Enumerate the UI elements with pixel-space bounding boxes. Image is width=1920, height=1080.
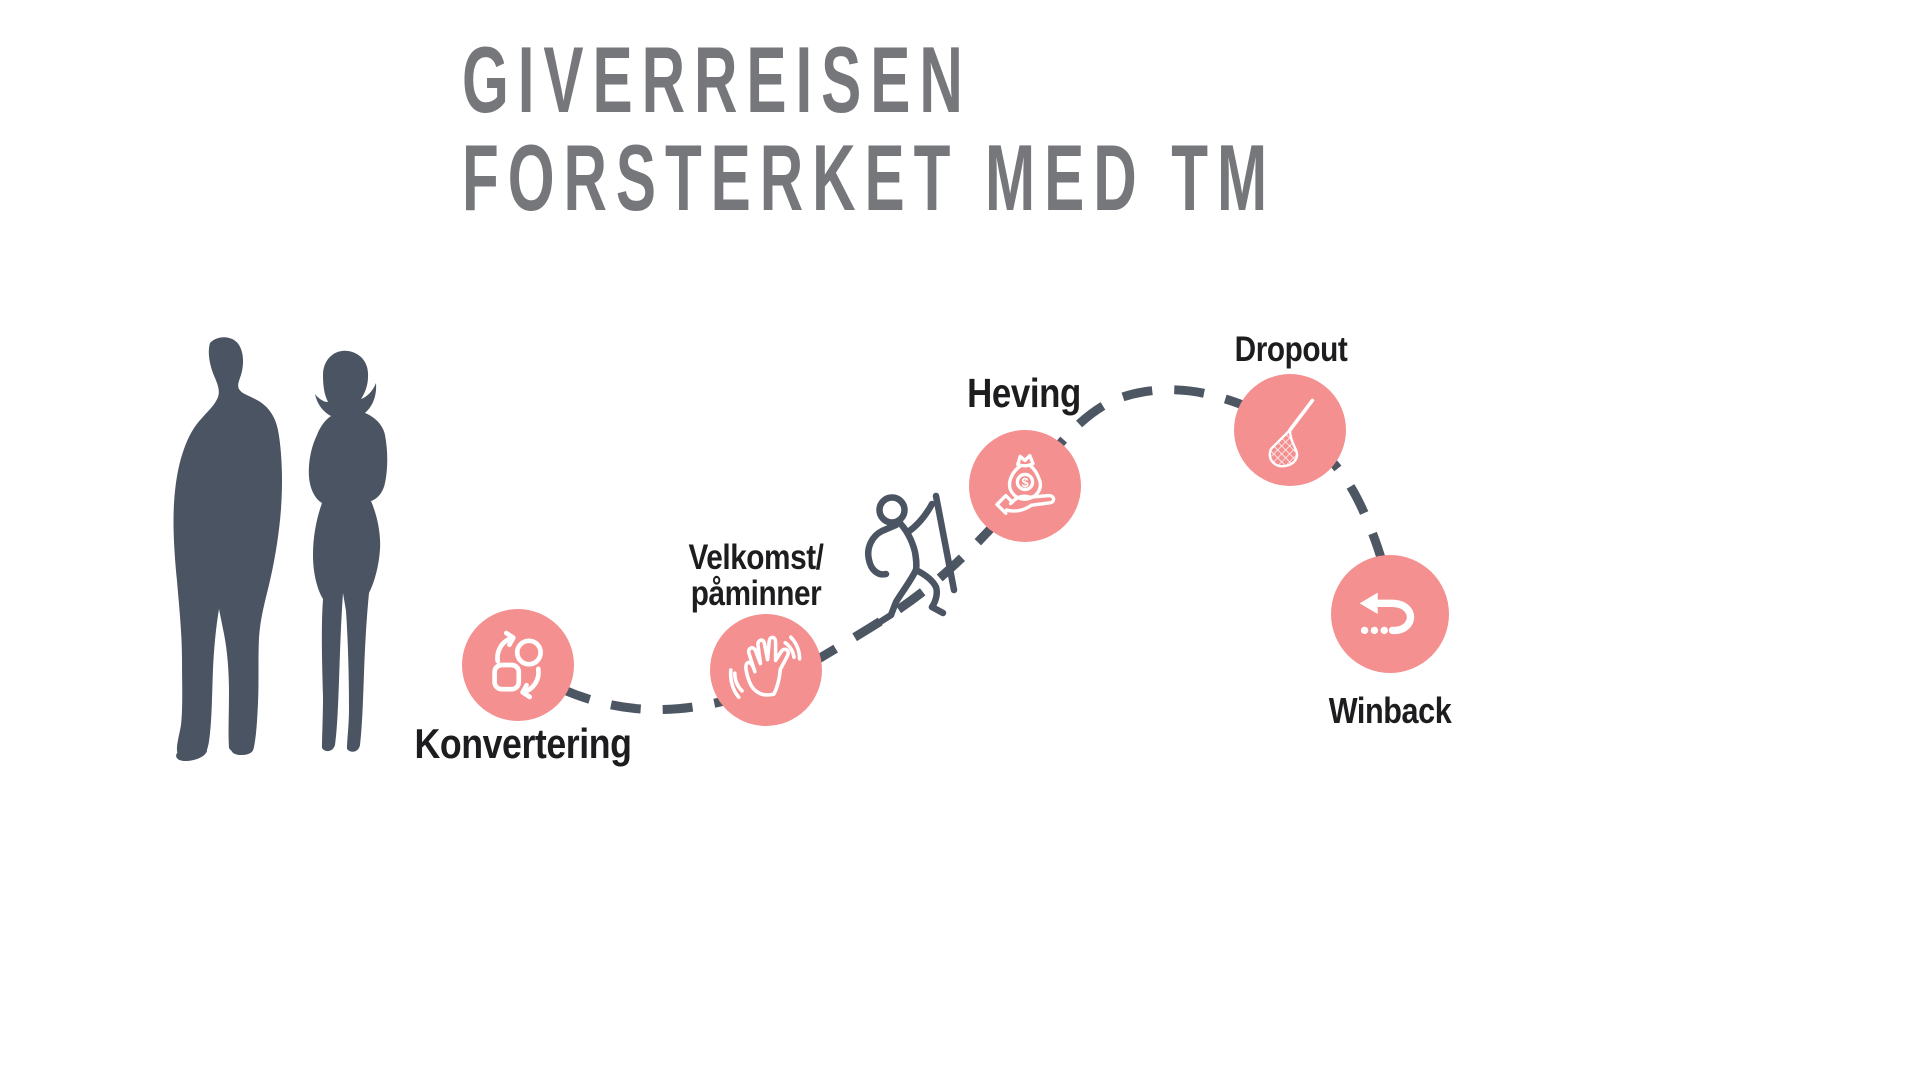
hiker-arm: [904, 500, 936, 536]
man-right-foot: [231, 742, 254, 755]
title-line-2: FORSTERKET MED TM: [462, 125, 1277, 230]
return-arrow-icon: [1359, 592, 1415, 635]
hiker-head: [876, 494, 908, 526]
hiker-back-leg: [887, 566, 920, 619]
stage-circle-velkomst: [710, 614, 822, 726]
man-left-foot: [176, 746, 207, 761]
stage-label-velkomst: Velkomst/ påminner: [688, 538, 824, 614]
hiker-torso: [894, 517, 920, 574]
page-title: GIVERREISEN FORSTERKET MED TM: [462, 31, 1276, 227]
stage-label-winback: Winback: [1328, 690, 1452, 731]
man-and-woman-silhouette: [173, 337, 388, 761]
hiker-backpack: [865, 521, 900, 578]
stage-label-dropout: Dropout: [1234, 330, 1348, 369]
stage-label-konvertering: Konvertering: [414, 720, 632, 767]
hiker-pole: [932, 492, 958, 594]
stage-circle-winback: [1331, 555, 1449, 673]
waving-hand-icon: [728, 635, 802, 699]
convert-icon: [492, 630, 543, 700]
hiker-climbing-figure: [865, 492, 958, 626]
stage-label-heving: Heving: [967, 370, 1081, 416]
stage-circle-dropout: [1234, 374, 1346, 486]
donation-hand-icon: $: [995, 453, 1056, 515]
svg-text:$: $: [1021, 475, 1028, 490]
title-line-1: GIVERREISEN: [462, 27, 972, 132]
stage-circle-konvertering: [462, 609, 574, 721]
hiker-back-foot: [876, 611, 895, 626]
butterfly-net-icon: [1268, 398, 1315, 468]
stage-circle-heving: $: [969, 430, 1081, 542]
woman-silhouette: [308, 350, 388, 752]
hiker-front-leg: [912, 566, 941, 611]
man-silhouette: [173, 337, 282, 759]
hiker-front-foot: [928, 603, 947, 617]
